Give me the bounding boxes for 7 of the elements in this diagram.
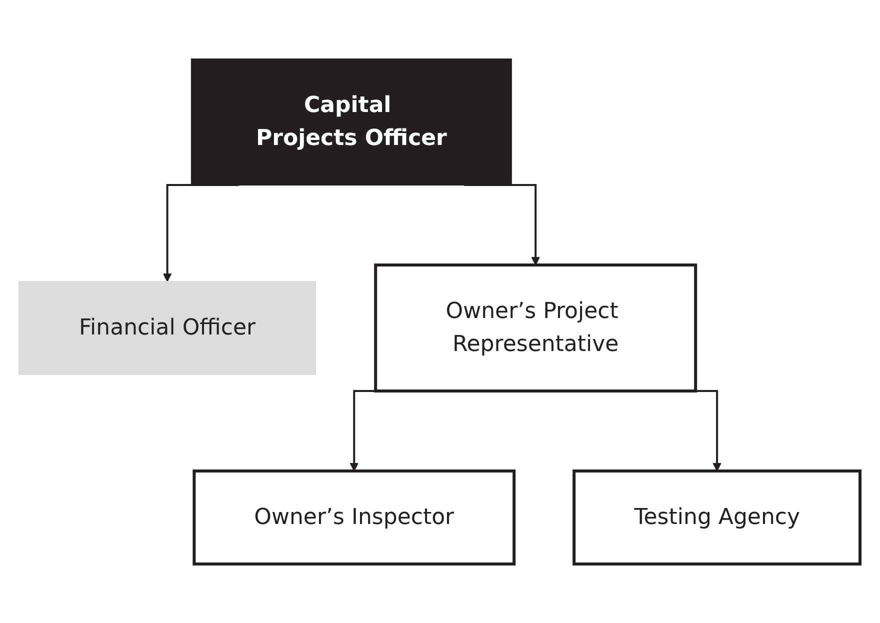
arrow [464, 184, 540, 266]
node-box: Owner’s Project Representative [374, 264, 698, 392]
arrow [163, 184, 240, 282]
node-box: Financial Officer [19, 281, 317, 375]
node-box: Owner’s Inspector [193, 469, 516, 566]
node-box: Capital Projects Officer [191, 58, 512, 186]
node-box: Testing Agency [573, 469, 862, 566]
